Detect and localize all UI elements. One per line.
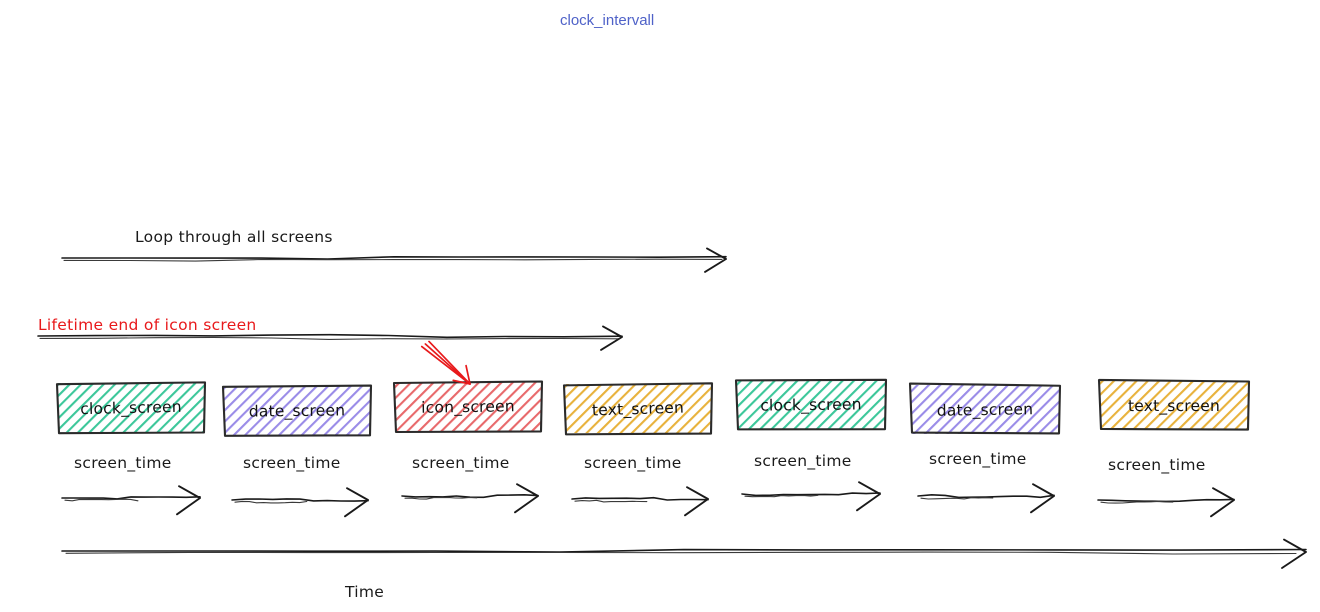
loop-timeline-line-2 [63, 258, 723, 262]
screen-time-arrowhead [514, 483, 539, 514]
annotation-shaft-2 [428, 340, 471, 385]
loop-timeline: Loop through all screens [61, 228, 727, 273]
screen-box-text_screen-6[interactable]: text_screen [1097, 378, 1251, 431]
screen-box-border [562, 382, 714, 436]
screen-box-label: text_screen [592, 399, 685, 421]
lifetime-timeline: Lifetime end of icon screen [37, 316, 623, 351]
screen-time-label: screen_time [412, 454, 510, 473]
screen-time-line-2 [64, 498, 139, 502]
screen-box-label: text_screen [1128, 397, 1220, 416]
screen-box-date_screen-1[interactable]: date_screen [221, 384, 373, 437]
screen-time-arrowhead [1210, 487, 1235, 518]
loop-timeline-label: Loop through all screens [135, 228, 333, 246]
screen-box-label: clock_screen [80, 398, 182, 419]
loop-timeline-arrowhead [704, 247, 727, 273]
annotation-arrow-group [420, 340, 471, 385]
screen-time-line-2 [744, 494, 819, 498]
screen-box-fill [911, 385, 1059, 434]
screen-box-fill [58, 383, 204, 432]
screen-box-label: date_screen [937, 400, 1034, 421]
page-title: clock_intervall [560, 12, 654, 29]
screen-time-arrowhead [856, 481, 881, 512]
screen-box-fill [737, 380, 885, 429]
screen-time-line [401, 493, 539, 499]
screen-box-border [1097, 378, 1251, 431]
screen-box-text_screen-3[interactable]: text_screen [562, 382, 714, 436]
screen-box-clock_screen-4[interactable]: clock_screen [734, 378, 888, 431]
screen-time-line [741, 492, 881, 497]
screen-time-line-2 [574, 499, 648, 503]
screen-time-label: screen_time [584, 454, 682, 473]
lifetime-timeline-line-2 [39, 336, 619, 340]
screen-time-arrow-5: screen_time [917, 450, 1055, 514]
loop-timeline-line [61, 255, 727, 260]
time-axis-label: Time [344, 583, 384, 601]
main-time-axis-group: Time [61, 538, 1307, 601]
screen-time-line [231, 498, 369, 502]
screen-box-border [55, 381, 207, 435]
screen-box-border [734, 378, 888, 431]
screen-time-arrow-3: screen_time [571, 454, 709, 517]
screen-box-fill [395, 382, 541, 431]
screen-box-label: date_screen [249, 401, 346, 421]
screen-time-line [571, 496, 709, 501]
screen-box-fill [224, 386, 370, 435]
lifetime-timeline-label: Lifetime end of icon screen [38, 316, 257, 334]
screen-time-line [917, 493, 1055, 499]
time-axis-line [61, 548, 1307, 553]
time-axis-line-2 [65, 551, 1297, 555]
screen-box-label: icon_screen [421, 397, 515, 418]
screen-time-arrow-1: screen_time [231, 454, 369, 518]
screen-time-arrow-0: screen_time [61, 454, 201, 516]
screen-time-line-2 [404, 496, 478, 500]
annotation-arrowhead [452, 364, 471, 385]
screen-time-label: screen_time [1108, 456, 1206, 475]
screen-time-line [61, 496, 201, 500]
screen-box-date_screen-5[interactable]: date_screen [908, 382, 1062, 435]
lifetime-timeline-line [37, 333, 623, 339]
screen-box-border [221, 384, 373, 437]
screen-time-arrowhead [176, 485, 201, 516]
screen-boxes-group: clock_screen date_screen icon_screen text_s… [55, 378, 1251, 437]
lifetime-timeline-arrowhead [600, 325, 623, 351]
screen-time-line [1097, 498, 1235, 503]
screen-time-label: screen_time [929, 450, 1027, 469]
screen-time-line-2 [234, 500, 308, 504]
screen-time-label: screen_time [74, 454, 172, 473]
screen-time-arrow-6: screen_time [1097, 456, 1235, 518]
screen-box-border [392, 380, 544, 434]
screen-time-line-2 [920, 497, 994, 500]
screen-time-line-2 [1100, 500, 1174, 504]
time-axis-arrowhead [1281, 538, 1307, 569]
screen-box-fill [1100, 381, 1248, 430]
screen-time-arrowhead [344, 487, 369, 518]
screen-box-icon_screen-2[interactable]: icon_screen [392, 380, 544, 434]
screen-box-border [908, 382, 1062, 435]
screen-box-clock_screen-0[interactable]: clock_screen [55, 381, 207, 435]
screen-time-label: screen_time [243, 454, 341, 473]
screen-box-label: clock_screen [760, 395, 862, 415]
screen-time-arrowhead [684, 486, 709, 517]
screen-box-fill [565, 384, 711, 433]
screen-time-arrows-group: screen_time screen_time screen_time screen_… [61, 450, 1235, 518]
screen-time-arrowhead [1030, 483, 1055, 514]
screen-time-arrow-2: screen_time [401, 454, 539, 514]
screen-time-label: screen_time [754, 452, 852, 471]
screen-time-arrow-4: screen_time [741, 452, 881, 512]
